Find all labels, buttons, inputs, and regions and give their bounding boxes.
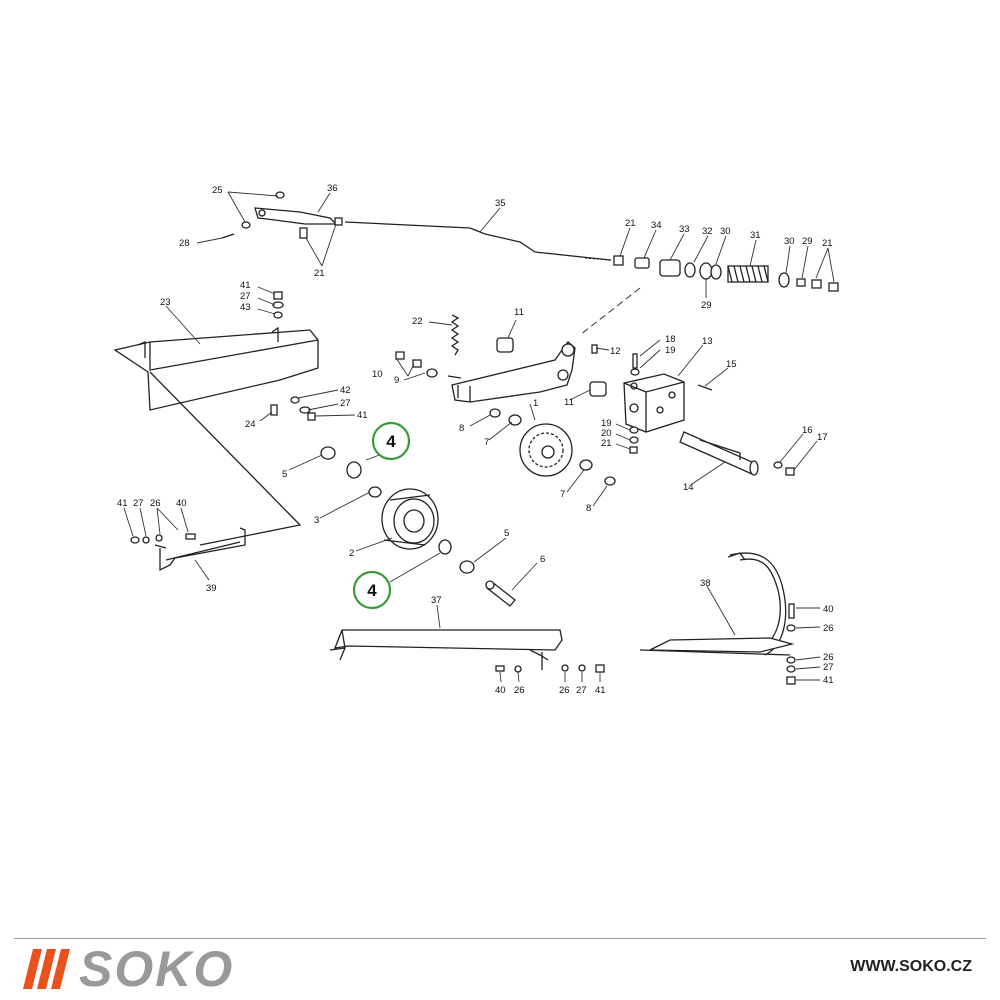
highlight-part-4-upper[interactable]: 4	[371, 421, 411, 461]
highlight-number: 4	[367, 581, 377, 600]
angle-37	[329, 629, 563, 670]
label-8: 8	[459, 423, 464, 434]
nuts-10-9	[395, 344, 598, 378]
label-18: 18	[665, 334, 676, 345]
label-38: 38	[700, 578, 711, 589]
washer-25	[241, 191, 285, 229]
website-link[interactable]: WWW.SOKO.CZ	[850, 958, 972, 975]
logo-stripes-icon	[23, 949, 70, 989]
label-33: 33	[679, 224, 690, 235]
brand-logo: SOKO	[23, 941, 235, 997]
bracket-36	[254, 207, 343, 239]
brand-name: SOKO	[79, 941, 235, 997]
label-40: 40	[176, 498, 187, 509]
label-12: 12	[610, 346, 621, 357]
label-26: 26	[150, 498, 161, 509]
label-3: 3	[314, 515, 319, 526]
label-29: 29	[802, 236, 813, 247]
label-7: 7	[484, 437, 489, 448]
label-27: 27	[823, 662, 834, 673]
pulley-2	[320, 446, 475, 574]
label-34: 34	[651, 220, 662, 231]
label-17: 17	[817, 432, 828, 443]
shaft-14	[679, 431, 759, 476]
label-27: 27	[576, 685, 587, 696]
label-25: 25	[212, 185, 223, 196]
label-1: 1	[533, 398, 538, 409]
label-26: 26	[559, 685, 570, 696]
label-29: 29	[701, 300, 712, 311]
bracket-13-hardware	[629, 353, 795, 476]
label-32: 32	[702, 226, 713, 237]
label-15: 15	[726, 359, 737, 370]
label-42: 42	[340, 385, 351, 396]
lever-1	[447, 337, 607, 403]
label-16: 16	[802, 425, 813, 436]
label-21: 21	[822, 238, 833, 249]
label-41: 41	[823, 675, 834, 686]
label-2: 2	[349, 548, 354, 559]
label-10: 10	[372, 369, 383, 380]
label-30: 30	[720, 226, 731, 237]
spring-22	[450, 314, 460, 356]
label-41: 41	[240, 280, 251, 291]
label-7: 7	[560, 489, 565, 500]
label-31: 31	[750, 230, 761, 241]
label-8: 8	[586, 503, 591, 514]
label-19: 19	[601, 418, 612, 429]
label-22: 22	[412, 316, 423, 327]
label-19: 19	[665, 345, 676, 356]
label-28: 28	[179, 238, 190, 249]
highlight-part-4-lower[interactable]: 4	[352, 570, 392, 610]
label-26: 26	[514, 685, 525, 696]
label-26: 26	[823, 623, 834, 634]
angle-37-hardware	[495, 664, 605, 673]
label-20: 20	[601, 428, 612, 439]
hook-38-hardware	[786, 603, 796, 685]
label-35: 35	[495, 198, 506, 209]
bracket-13	[623, 373, 685, 433]
label-30: 30	[784, 236, 795, 247]
label-41: 41	[357, 410, 368, 421]
label-21: 21	[625, 218, 636, 229]
pin-6	[485, 580, 516, 607]
label-41: 41	[117, 498, 128, 509]
label-27: 27	[133, 498, 144, 509]
plate-23	[113, 326, 319, 546]
wheel-small	[489, 408, 616, 486]
label-40: 40	[495, 685, 506, 696]
label-41: 41	[595, 685, 606, 696]
label-21: 21	[601, 438, 612, 449]
label-27: 27	[240, 291, 251, 302]
highlight-number: 4	[386, 432, 396, 451]
label-5: 5	[282, 469, 287, 480]
label-6: 6	[540, 554, 545, 565]
label-36: 36	[327, 183, 338, 194]
spring-assembly	[613, 255, 839, 292]
hook-38	[639, 552, 795, 656]
label-14: 14	[683, 482, 694, 493]
label-43: 43	[240, 302, 251, 313]
label-11: 11	[564, 397, 574, 408]
label-11: 11	[514, 307, 524, 318]
exploded-parts-diagram: 25 36 28 21 35 21 34 33 32 30 31 30 29 2…	[113, 183, 839, 696]
label-9: 9	[394, 375, 399, 386]
pin-28	[221, 233, 235, 239]
label-21: 21	[314, 268, 325, 279]
footer-divider	[14, 938, 986, 939]
label-40: 40	[823, 604, 834, 615]
label-13: 13	[702, 336, 713, 347]
label-23: 23	[160, 297, 171, 308]
part-labels: 25 36 28 21 35 21 34 33 32 30 31 30 29 2…	[117, 183, 834, 696]
label-24: 24	[245, 419, 256, 430]
label-39: 39	[206, 583, 217, 594]
label-26: 26	[823, 652, 834, 663]
bracket-39	[130, 527, 246, 572]
label-5: 5	[504, 528, 509, 539]
label-37: 37	[431, 595, 442, 606]
rod-35	[344, 221, 613, 261]
label-27: 27	[340, 398, 351, 409]
